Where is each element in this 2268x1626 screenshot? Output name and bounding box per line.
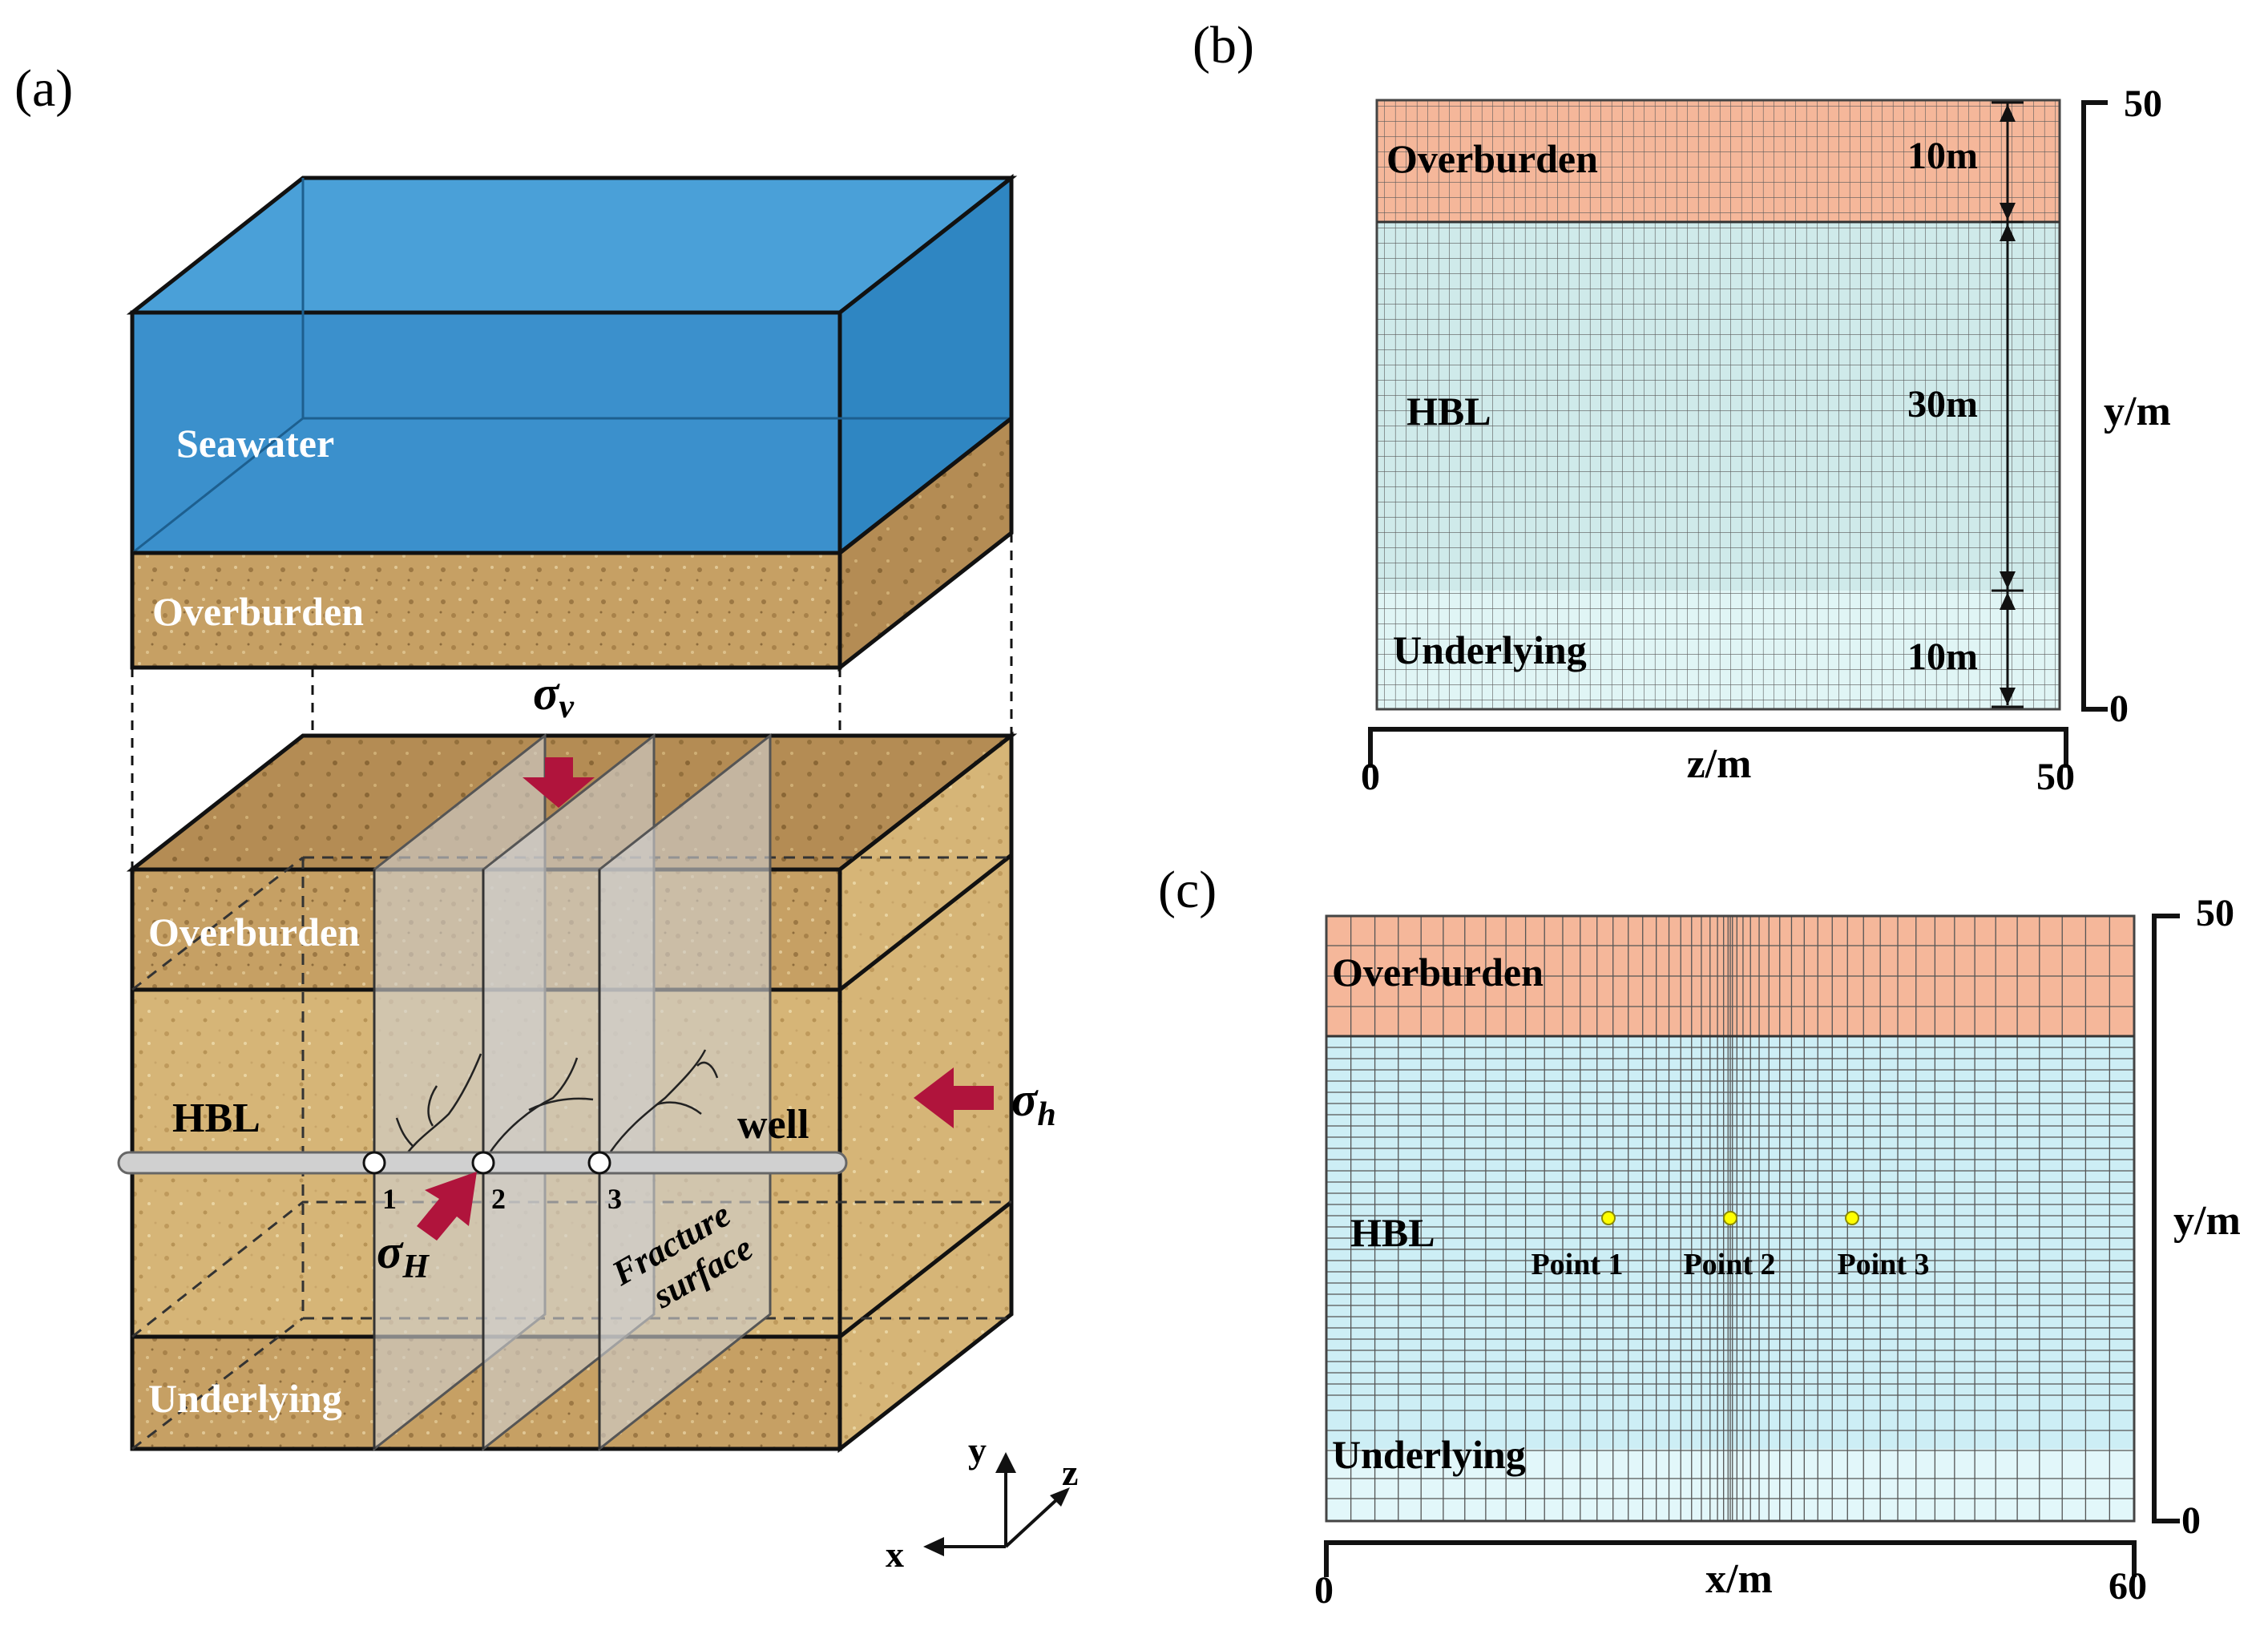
monitor-point-label-2: Point 2 <box>1683 1248 1775 1281</box>
b-y-label: y/m <box>2104 389 2171 434</box>
panel-c: (c) Overburden HBL Underlying Point 1 Po… <box>1158 861 2241 1612</box>
z-axis-arrowhead <box>1050 1487 1070 1507</box>
c-y-label: y/m <box>2173 1198 2241 1244</box>
dimension-arrowheads <box>2000 104 2016 705</box>
mesh-b-underlying-label: Underlying <box>1393 627 1587 672</box>
panel-b: (b) Overburden HBL Underlying 10m 30m 10… <box>1193 16 2171 798</box>
x-axis-arrowhead <box>923 1537 944 1556</box>
b-y-max: 50 <box>2124 83 2162 125</box>
svg-text:σh: σh <box>1011 1073 1056 1133</box>
monitor-point-label-3: Point 3 <box>1837 1248 1929 1281</box>
panel-c-label: (c) <box>1158 861 1217 919</box>
point-label-1: 1 <box>382 1183 397 1215</box>
axis-y-label: y <box>968 1430 987 1471</box>
c-x-min: 0 <box>1314 1569 1334 1612</box>
b-x-min: 0 <box>1361 756 1380 798</box>
panel-a: (a) Seawater Overburden <box>14 59 1078 1575</box>
mesh-b-overburden-label: Overburden <box>1386 136 1598 181</box>
mesh-c-underlying-label: Underlying <box>1332 1432 1526 1477</box>
monitor-point-2 <box>1723 1211 1737 1225</box>
dim-bottom-label: 10m <box>1907 635 1978 678</box>
monitor-point-3 <box>1845 1211 1859 1225</box>
sigma-v-arrow: σv <box>523 667 595 808</box>
perforation-point-3 <box>587 1151 611 1175</box>
mesh-c-overburden-label: Overburden <box>1332 950 1544 995</box>
fracture-planes <box>373 732 772 1452</box>
hbl-label: HBL <box>172 1095 260 1141</box>
svg-text:σH: σH <box>377 1225 430 1285</box>
seawater-front-face <box>130 310 842 555</box>
well-label: well <box>737 1102 809 1148</box>
monitor-point-label-1: Point 1 <box>1531 1248 1623 1281</box>
axis-z-label: z <box>1062 1452 1078 1493</box>
upper-overburden-front-face <box>130 551 842 670</box>
c-x-max: 60 <box>2109 1565 2147 1608</box>
upper-overburden-label: Overburden <box>152 589 364 634</box>
axes-c <box>1324 914 2180 1577</box>
mesh-b-hbl-label: HBL <box>1406 389 1491 434</box>
b-y-min: 0 <box>2109 688 2129 730</box>
dim-mid-label: 30m <box>1907 383 1978 426</box>
sigma-h-arrow: σh <box>914 1067 1056 1133</box>
perforation-point-1 <box>362 1151 386 1175</box>
panel-a-label: (a) <box>14 59 73 118</box>
axis-x-label: x <box>886 1534 904 1575</box>
mesh-b-grid <box>1377 100 2060 709</box>
b-x-label: z/m <box>1687 741 1752 787</box>
c-x-label: x/m <box>1705 1556 1773 1602</box>
sigma-H-arrow: σH <box>377 1172 477 1285</box>
seawater-label: Seawater <box>176 421 334 466</box>
c-y-min: 0 <box>2181 1499 2201 1542</box>
svg-text:σv: σv <box>533 667 575 725</box>
c-y-max: 50 <box>2196 892 2234 934</box>
mesh-c-hbl-label: HBL <box>1350 1210 1435 1255</box>
crack-lines <box>395 1049 719 1163</box>
lower-overburden-label: Overburden <box>148 910 360 954</box>
seawater-hidden-edge <box>131 417 304 555</box>
well: 1 2 3 well <box>117 1102 848 1215</box>
point-label-2: 2 <box>491 1183 506 1215</box>
perforation-point-2 <box>471 1151 495 1175</box>
axes-b <box>1368 100 2108 768</box>
point-label-3: 3 <box>607 1183 622 1215</box>
upper-block: Seawater Overburden <box>126 173 1018 672</box>
b-x-max: 50 <box>2036 756 2075 798</box>
panel-b-label: (b) <box>1193 16 1254 75</box>
underlying-label: Underlying <box>148 1376 342 1421</box>
y-axis-arrowhead <box>995 1452 1016 1473</box>
coordinate-axes <box>938 1467 1059 1548</box>
monitor-point-1 <box>1601 1211 1616 1225</box>
mesh-b-border <box>1375 99 2061 711</box>
dim-top-label: 10m <box>1907 135 1978 177</box>
mesh-c-border <box>1325 914 2136 1523</box>
